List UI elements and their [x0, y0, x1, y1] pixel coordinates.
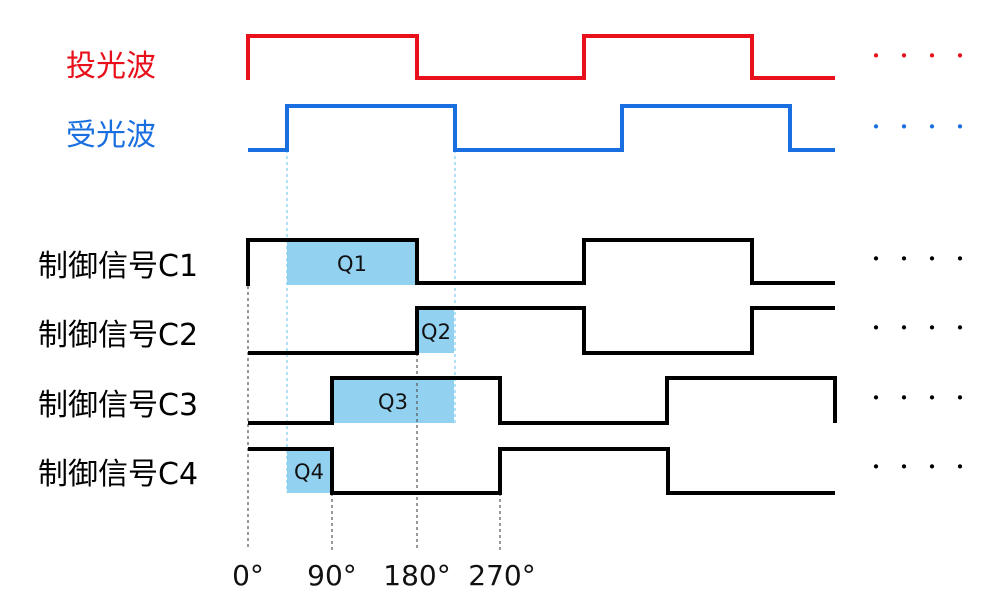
waveform-c4: [248, 447, 835, 495]
region-q2-label: Q2: [421, 320, 451, 344]
region-q1-box: [287, 240, 417, 285]
signal-label-receive: 受光波: [66, 118, 156, 153]
phase-tick-90: 90°: [307, 559, 357, 592]
waveform-c3: [248, 376, 837, 425]
waveform-c1: [246, 238, 835, 286]
continuation-c1: ・・・・: [866, 247, 978, 271]
continuation-receive: ・・・・: [866, 115, 978, 139]
signal-label-emit: 投光波: [66, 49, 156, 84]
region-q4-label: Q4: [294, 460, 324, 484]
signal-label-c3: 制御信号C3: [38, 388, 198, 423]
signal-label-c1: 制御信号C1: [38, 249, 198, 284]
phase-tick-0: 0°: [232, 559, 264, 592]
region-q2-box: [417, 308, 454, 353]
region-q3-label: Q3: [378, 390, 408, 414]
region-q1-label: Q1: [337, 252, 367, 276]
continuation-c4: ・・・・: [866, 455, 978, 479]
continuation-c2: ・・・・: [866, 316, 978, 340]
region-q3-box: [332, 378, 454, 423]
region-q4-box: [287, 449, 332, 493]
signal-label-c2: 制御信号C2: [38, 318, 198, 353]
waveform-receive: [248, 104, 835, 152]
waveform-emit: [246, 34, 835, 80]
signal-label-c4: 制御信号C4: [38, 457, 198, 492]
phase-tick-180: 180°: [383, 559, 450, 592]
continuation-c3: ・・・・: [866, 386, 978, 410]
phase-tick-270: 270°: [468, 559, 535, 592]
continuation-emit: ・・・・: [866, 44, 978, 68]
waveform-c2: [248, 306, 835, 355]
